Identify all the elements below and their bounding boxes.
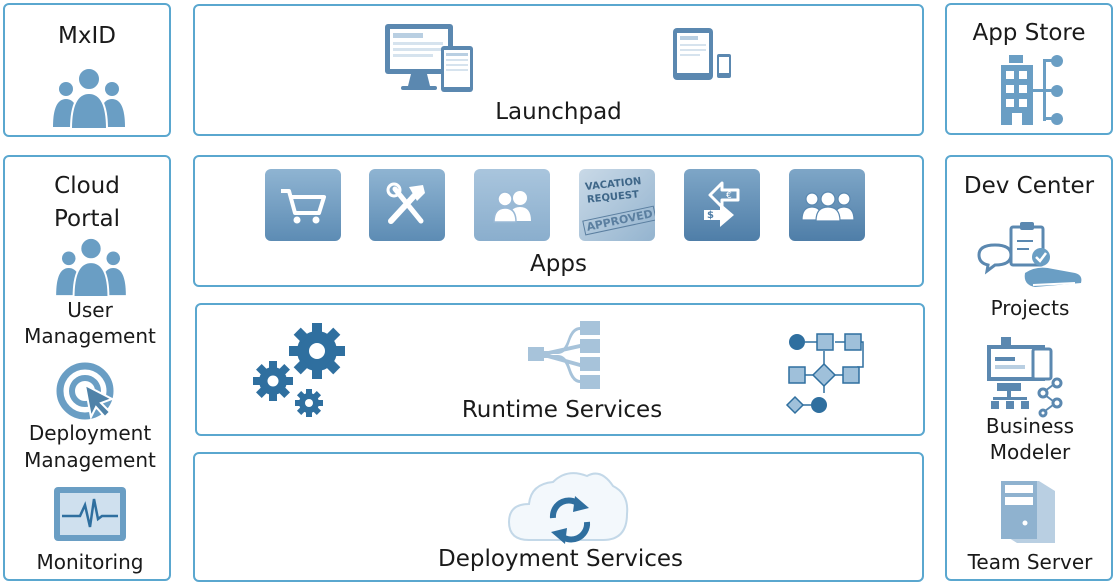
svg-text:€: € — [726, 191, 732, 201]
mxid-panel: MxID — [3, 3, 171, 137]
cloud-portal-title-line2: Portal — [53, 206, 121, 232]
process-flow-icon — [785, 333, 864, 415]
deployment-management-label-line2: Management — [24, 448, 156, 472]
mxid-title: MxID — [58, 23, 116, 49]
cart-icon — [265, 169, 341, 241]
runtime-services-panel: Runtime Services — [195, 303, 925, 436]
team-server-label: Team Server — [967, 550, 1093, 574]
deployment-services-title: Deployment Services — [438, 546, 683, 572]
user-management-label-line1: User — [67, 298, 113, 322]
app-store-panel: App Store — [945, 3, 1113, 135]
apps-panel: VACATION REQUEST APPROVED € $ Apps — [193, 155, 924, 287]
monitoring-label: Monitoring — [36, 550, 144, 574]
contacts-icon — [474, 169, 550, 241]
dev-center-panel: Dev Center Projects Business Modeler — [945, 155, 1113, 581]
launchpad-panel: Launchpad — [193, 4, 924, 136]
desktop-devices-icon — [385, 24, 473, 92]
tablet-phone-icon — [673, 28, 731, 80]
server-icon — [1001, 481, 1055, 543]
target-cursor-icon — [56, 362, 115, 421]
business-modeler-label-line2: Modeler — [989, 440, 1071, 464]
runtime-services-title: Runtime Services — [461, 397, 663, 423]
tools-icon — [369, 169, 445, 241]
dev-center-title: Dev Center — [963, 173, 1095, 199]
cloud-portal-panel: Cloud Portal User Management Deployment … — [3, 155, 171, 581]
tree-structure-icon — [528, 321, 600, 389]
users-icon — [53, 67, 125, 130]
deployment-services-panel: Deployment Services — [193, 452, 924, 582]
apps-title: Apps — [530, 251, 587, 277]
business-modeler-label-line1: Business — [985, 414, 1075, 438]
approved-stamp-text: APPROVED — [582, 205, 655, 236]
monitor-pulse-icon — [54, 487, 126, 541]
gears-icon — [253, 323, 345, 417]
user-management-label-line2: Management — [24, 324, 156, 348]
svg-text:$: $ — [707, 210, 714, 221]
currency-exchange-icon: € $ — [684, 169, 760, 241]
team-icon — [789, 169, 865, 241]
launchpad-title: Launchpad — [495, 99, 622, 125]
cloud-sync-icon — [507, 472, 629, 544]
projects-label: Projects — [990, 296, 1070, 320]
vacation-request-icon: VACATION REQUEST APPROVED — [579, 169, 655, 241]
deployment-management-label-line1: Deployment — [28, 421, 152, 445]
projects-icon — [977, 222, 1082, 287]
business-modeler-icon — [987, 337, 1063, 418]
users-icon — [56, 237, 126, 298]
app-store-building-icon — [1001, 55, 1063, 125]
app-store-title: App Store — [972, 20, 1086, 46]
cloud-portal-title-line1: Cloud — [54, 173, 120, 199]
